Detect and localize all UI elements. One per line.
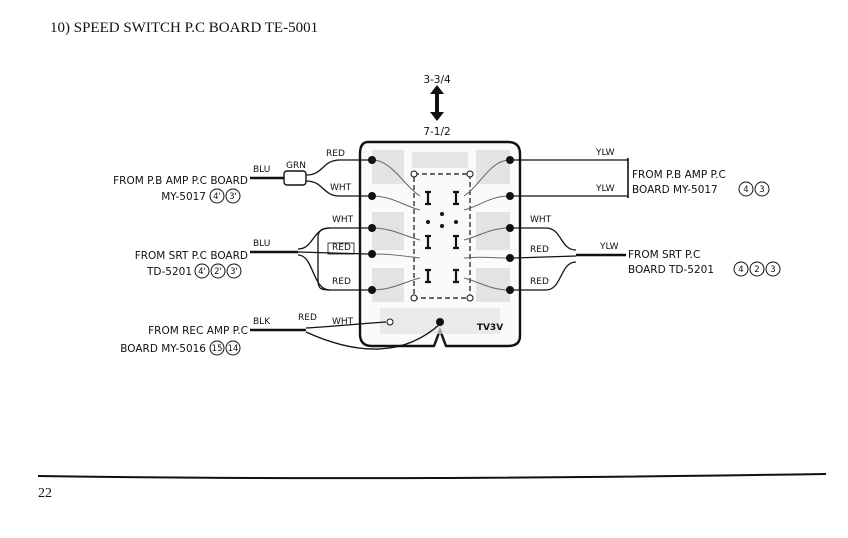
- right-source-1-line2: BOARD MY-5017: [632, 184, 718, 196]
- wire-label-wht: WHT: [330, 183, 352, 193]
- right-source-1-circle-2: 3: [759, 185, 764, 195]
- wire-label-red-srt: RED: [332, 243, 351, 253]
- wire-label-red-srt-2: RED: [332, 277, 351, 287]
- dimension-bottom-label: 7-1/2: [423, 126, 450, 138]
- left-source-2-circle-3: 3': [230, 267, 238, 277]
- left-source-2-circle-2: 2': [214, 267, 222, 277]
- right-source-2-circle-3: 3: [770, 265, 775, 275]
- left-source-1: FROM P.B AMP P.C BOARD MY-5017 4' 3': [113, 175, 248, 204]
- left-source-2-line1: FROM SRT P.C BOARD: [135, 250, 248, 262]
- wire-label-blu-srt: BLU: [253, 239, 270, 249]
- board-marking: TV3V: [477, 323, 503, 333]
- dimension-top-label: 3-3/4: [423, 74, 451, 86]
- right-source-1: FROM P.B AMP P.C BOARD MY-5017 4 3: [632, 169, 770, 197]
- page-number: 22: [38, 486, 52, 501]
- right-source-2-circle-1: 4: [738, 265, 743, 275]
- wire-label-wht-rec: WHT: [332, 317, 354, 327]
- left-source-3: FROM REC AMP P.C BOARD MY-5016 15 14: [120, 325, 248, 356]
- pc-board: TV3V: [358, 140, 522, 348]
- left-source-2-circle-1: 4': [198, 267, 206, 277]
- left-wiring: BLU GRN RED WHT BLU WHT RED RED BLK RED …: [250, 149, 441, 350]
- wire-label-blk: BLK: [253, 317, 271, 327]
- left-source-3-circle-1: 15: [212, 344, 223, 354]
- wire-label-ylw-1: YLW: [595, 148, 615, 158]
- right-source-1-line1: FROM P.B AMP P.C: [632, 169, 726, 181]
- wire-label-red-r2: RED: [530, 277, 549, 287]
- left-source-1-circle-2: 3': [229, 192, 237, 202]
- right-source-2-line2: BOARD TD-5201: [628, 264, 714, 276]
- wire-label-grn: GRN: [286, 161, 306, 171]
- wire-label-red-rec: RED: [298, 313, 317, 323]
- right-source-2-circle-2: 2: [754, 265, 759, 275]
- right-wiring: YLW YLW WHT RED RED YLW: [513, 148, 629, 291]
- left-source-3-circle-2: 14: [228, 344, 239, 354]
- dimension-arrow: 3-3/4 7-1/2: [423, 74, 451, 138]
- wire-label-red: RED: [326, 149, 345, 159]
- left-source-2-line2: TD-5201: [146, 266, 192, 278]
- right-source-2: FROM SRT P.C BOARD TD-5201 4 2 3: [628, 249, 781, 277]
- wire-label-wht-r: WHT: [530, 215, 552, 225]
- right-source-2-line1: FROM SRT P.C: [628, 249, 700, 261]
- left-source-3-line1: FROM REC AMP P.C: [148, 325, 248, 337]
- wire-label-wht-srt: WHT: [332, 215, 354, 225]
- wire-label-blu: BLU: [253, 165, 270, 175]
- wire-label-ylw-3: YLW: [599, 242, 619, 252]
- page-title: 10) SPEED SWITCH P.C BOARD TE-5001: [50, 20, 319, 36]
- left-source-1-line2: MY-5017: [161, 191, 206, 203]
- left-source-1-line1: FROM P.B AMP P.C BOARD: [113, 175, 248, 187]
- left-source-2: FROM SRT P.C BOARD TD-5201 4' 2' 3': [135, 250, 248, 279]
- left-source-3-line2: BOARD MY-5016: [120, 343, 206, 355]
- right-source-1-circle-1: 4: [743, 185, 748, 195]
- wire-label-red-r: RED: [530, 245, 549, 255]
- left-source-1-circle-1: 4': [213, 192, 221, 202]
- page-rule: [37, 473, 827, 480]
- wire-label-ylw-2: YLW: [595, 184, 615, 194]
